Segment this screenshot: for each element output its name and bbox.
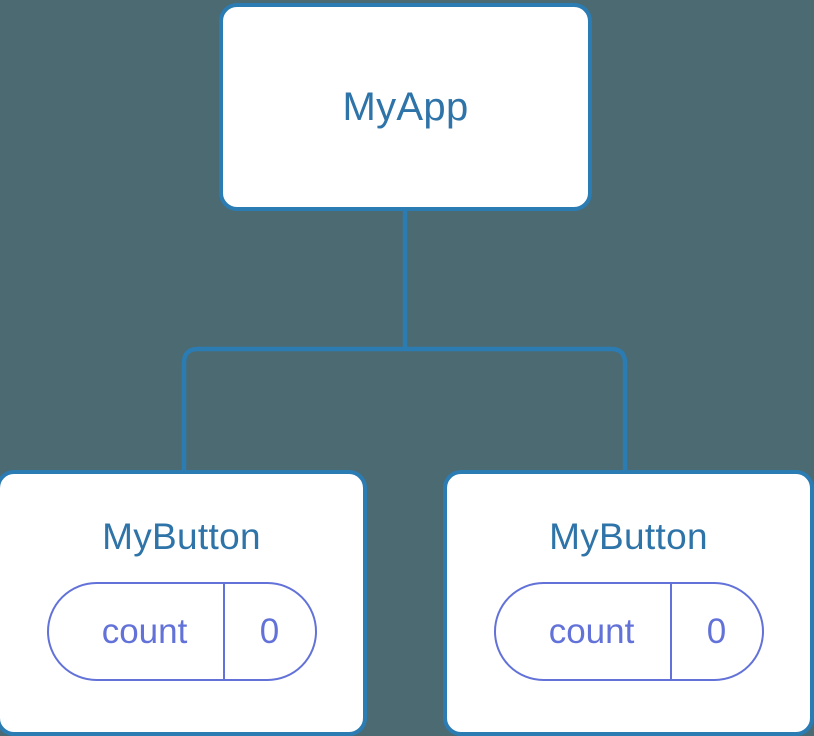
state-pill-key-2: count <box>548 612 635 651</box>
state-pill-value-2: 0 <box>669 584 762 679</box>
edge-root-to-child-1 <box>181 346 405 472</box>
state-pill-key-1: count <box>101 612 188 651</box>
node-myapp-label: MyApp <box>342 85 469 129</box>
node-mybutton-1-label: MyButton <box>102 516 261 557</box>
node-myapp[interactable]: MyApp <box>219 3 592 211</box>
node-mybutton-2[interactable]: MyButton count 0 <box>443 470 814 736</box>
node-mybutton-1[interactable]: MyButton count 0 <box>0 470 367 736</box>
state-pill-count-1[interactable]: count 0 <box>46 582 317 681</box>
state-pill-count-2[interactable]: count 0 <box>493 582 764 681</box>
edge-root-to-child-2 <box>405 346 628 472</box>
state-pill-value-1: 0 <box>222 584 315 679</box>
node-mybutton-2-label: MyButton <box>549 516 708 557</box>
